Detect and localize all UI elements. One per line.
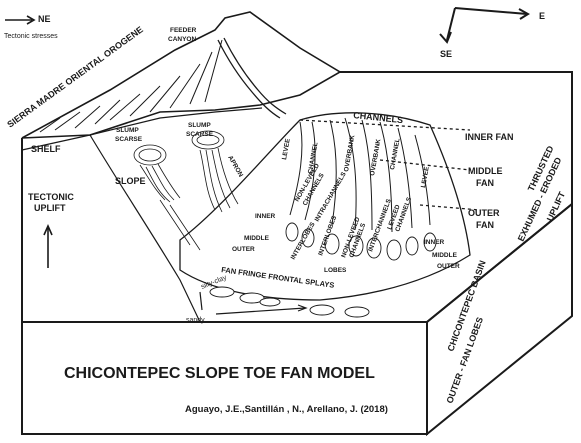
slope-surface bbox=[21, 107, 263, 323]
tectonic-uplift-line1: TECTONIC bbox=[28, 192, 74, 202]
uplift-arrow bbox=[43, 224, 53, 268]
tectonic-stress-arrow bbox=[5, 15, 36, 25]
slump-scarse-1-line2: SCARSE bbox=[115, 136, 143, 143]
lobes-label: LOBES bbox=[324, 267, 347, 274]
feeder-canyon-line2: CANYON bbox=[168, 36, 196, 43]
slump-scarse-2-line1: SLUMP bbox=[188, 122, 211, 129]
diagram-title: CHICONTEPEC SLOPE TOE FAN MODEL bbox=[64, 365, 375, 382]
shelf-label: SHELF bbox=[31, 144, 61, 154]
sandy-label: sandy bbox=[186, 317, 205, 324]
compass-e-label: E bbox=[539, 11, 545, 21]
fan-fringe-label: FAN FRINGE FRONTAL SPLAYS bbox=[221, 265, 335, 290]
citation: Aguayo, J.E.,Santillán , N., Arellano, J… bbox=[185, 404, 388, 415]
slope-label: SLOPE bbox=[115, 176, 146, 186]
sandy-arrow bbox=[199, 291, 308, 315]
compass-ne-label: NE bbox=[38, 14, 51, 24]
outer-fan-line2: FAN bbox=[476, 220, 494, 230]
feeder-canyon-line1: FEEDER bbox=[170, 27, 197, 34]
outer-fan-line1: OUTER bbox=[468, 208, 500, 218]
feeder-canyon bbox=[217, 37, 287, 119]
channel-2-label: CHANNEL bbox=[389, 138, 401, 171]
fan-channels bbox=[289, 117, 431, 233]
slump-scarse-1-line1: SLUMP bbox=[116, 127, 139, 134]
inner-fan-label: INNER FAN bbox=[465, 132, 514, 142]
apron-label: APRON bbox=[226, 155, 244, 179]
compass bbox=[439, 7, 530, 44]
tectonic-uplift-line2: UPLIFT bbox=[34, 203, 66, 213]
middle-fan-line2: FAN bbox=[476, 178, 494, 188]
middle-1-label: MIDDLE bbox=[244, 235, 270, 242]
lobe-shapes bbox=[285, 222, 437, 261]
block-outline bbox=[21, 71, 573, 437]
tectonic-stresses-label: Tectonic stresses bbox=[4, 33, 58, 40]
orogene-ridge bbox=[21, 11, 342, 139]
inner-1-label: INNER bbox=[255, 213, 276, 220]
middle-fan-line1: MIDDLE bbox=[468, 166, 503, 176]
fan-body bbox=[179, 112, 481, 301]
overbank-2-label: OVERBANK bbox=[369, 138, 382, 176]
compass-se-label: SE bbox=[440, 49, 452, 59]
middle-2-label: MIDDLE bbox=[432, 252, 458, 259]
slump-scarse-2-line2: SCARSE bbox=[186, 131, 214, 138]
inner-2-label: INNER bbox=[424, 239, 445, 246]
slump-scarps bbox=[133, 130, 239, 251]
outer-2-label: OUTER bbox=[437, 263, 460, 270]
frontal-splays bbox=[209, 286, 370, 318]
levee-1-label: LEVEE bbox=[281, 137, 292, 160]
levee-2-label: LEVEE bbox=[420, 165, 431, 188]
outer-1-label: OUTER bbox=[232, 246, 255, 253]
